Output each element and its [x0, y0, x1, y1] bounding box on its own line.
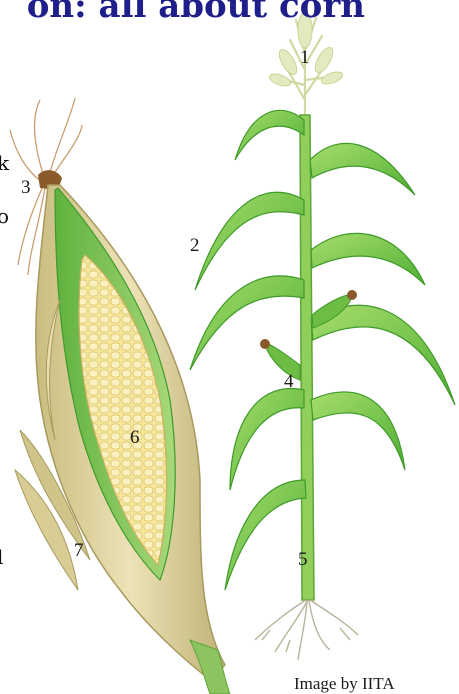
- page-title: on: all about corn: [0, 0, 365, 26]
- label-kernels: 6: [130, 428, 140, 448]
- roots: [255, 600, 358, 660]
- label-stalk: 5: [298, 550, 308, 570]
- label-husk: 7: [74, 541, 84, 561]
- label-leaf: 2: [190, 236, 200, 256]
- stalk: [300, 115, 314, 600]
- cut-off-text-fragment: k: [0, 152, 9, 174]
- label-silk: 3: [21, 178, 31, 198]
- corn-stalk-plant: [190, 10, 455, 660]
- image-credit: Image by IITA: [294, 674, 395, 694]
- corn-ear: [10, 98, 230, 694]
- leaves: [190, 110, 455, 590]
- cut-off-text-fragment: l: [0, 546, 3, 568]
- label-tassel: 1: [300, 48, 310, 68]
- cut-off-text-fragment: o: [0, 205, 9, 227]
- label-ear-on-stalk: 4: [284, 372, 294, 392]
